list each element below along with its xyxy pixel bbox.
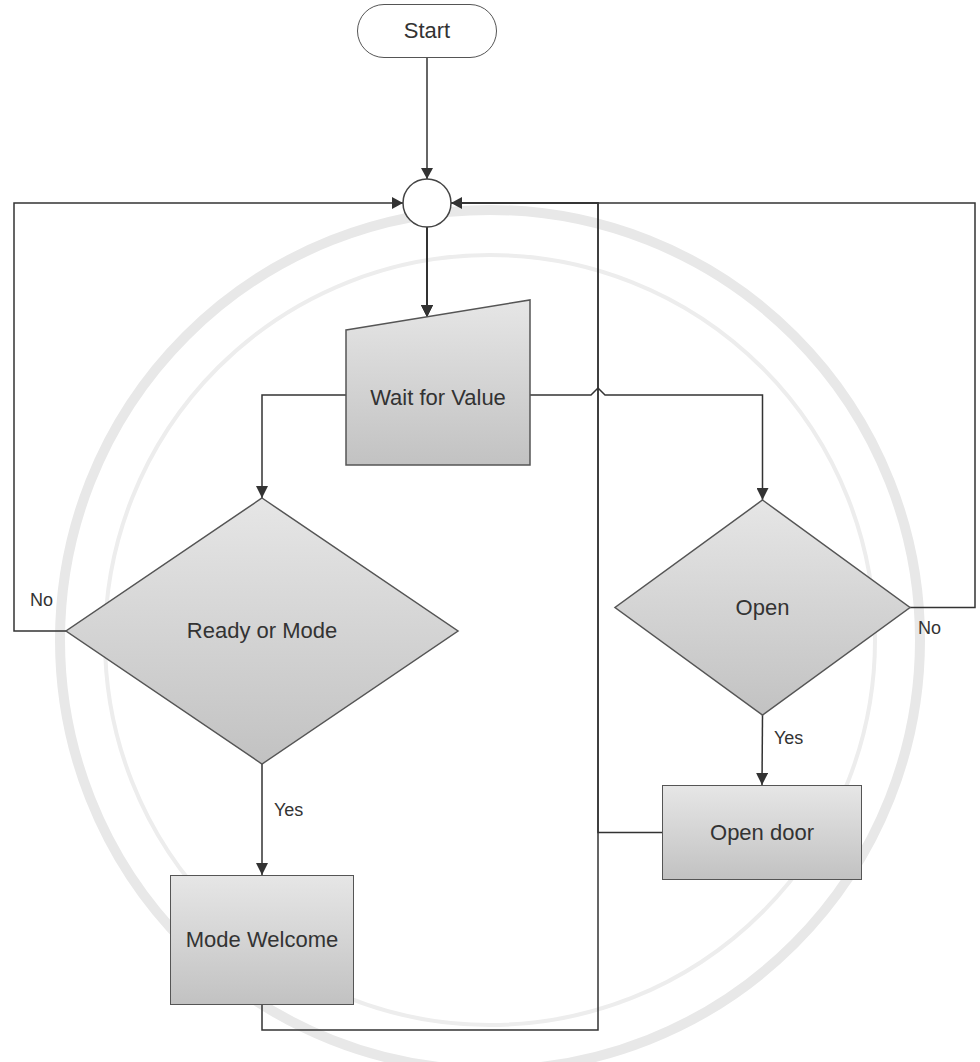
manual-input-box: Wait for Value <box>346 300 530 465</box>
watermark-seal <box>60 210 920 1062</box>
flow-arrow <box>761 715 763 785</box>
flow-arrow <box>427 203 662 833</box>
decision-diamond: Ready or Mode <box>66 498 458 764</box>
branch-label: No <box>918 618 941 640</box>
shape-outline <box>66 498 458 764</box>
shape-outline <box>346 300 530 465</box>
node-text: Open door <box>710 819 814 847</box>
terminal-box: Start <box>357 4 497 58</box>
arrow-head <box>451 197 462 209</box>
node-text: Mode Welcome <box>186 926 338 954</box>
shape-outline <box>615 500 910 715</box>
arrow-head <box>392 197 403 209</box>
branch-label: Yes <box>774 728 803 750</box>
branch-label: Yes <box>274 800 303 822</box>
node-text: Start <box>404 17 450 45</box>
manual-input-outline <box>346 300 530 465</box>
flow-arrow <box>262 395 346 498</box>
node-text: Wait for Value <box>370 384 506 412</box>
flow-arrow <box>530 388 763 500</box>
process-box: Open door <box>662 785 862 880</box>
flow-arrow <box>261 764 263 875</box>
branch-label: No <box>30 590 53 612</box>
node-text: Open <box>736 594 790 622</box>
process-box: Mode Welcome <box>170 875 354 1005</box>
arrow-head <box>421 168 433 179</box>
decision-diamond: Open <box>615 500 910 715</box>
merge-connector <box>403 179 451 227</box>
node-text: Ready or Mode <box>187 617 337 645</box>
